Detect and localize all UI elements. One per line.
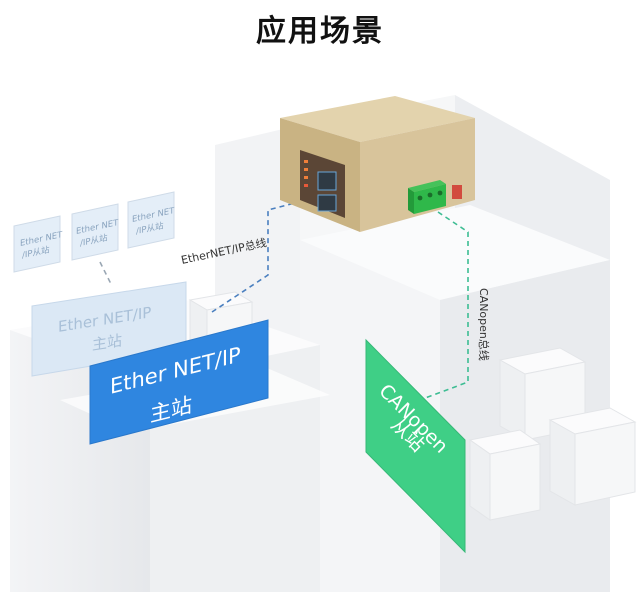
dip-switch-icon: [452, 185, 462, 199]
ethernet-slave-card-3: Ether NET /IP从站: [127, 191, 175, 249]
ethernet-port-icon: [317, 171, 337, 212]
terminal-block-icon: [408, 180, 446, 214]
page-title: 应用场景: [256, 14, 384, 49]
status-leds: [304, 160, 308, 187]
slave-link-line: [99, 261, 113, 287]
ethernet-slave-card-1: Ether NET /IP从站: [13, 215, 63, 273]
canopen-slave-devices: [468, 347, 637, 521]
faded-master-line2: 主站: [92, 331, 122, 354]
gateway-device: [280, 96, 475, 232]
canopen-bus-line: [419, 211, 469, 401]
ethernet-slave-card-2: Ether NET /IP从站: [71, 203, 119, 261]
bus-lines: [99, 195, 469, 401]
ethernet-slave-cards: Ether NET /IP从站 Ether NET /IP从站 Ether NE…: [13, 191, 175, 273]
ethernet-bus-line: [211, 195, 323, 313]
canopen-bus-label: CANopen总线: [477, 288, 491, 361]
